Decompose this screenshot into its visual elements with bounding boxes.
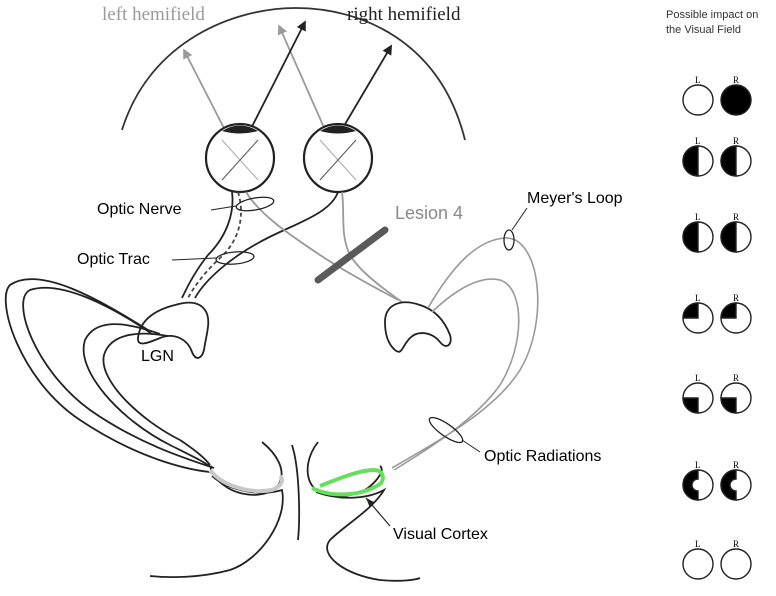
right-hemifield-label: right hemifield xyxy=(347,4,461,25)
impact-row-6 xyxy=(682,469,752,501)
optic-trac-marker xyxy=(215,251,255,265)
meyers-loop-label: Meyer's Loop xyxy=(527,190,623,207)
row5-l: L xyxy=(695,373,701,383)
impact-row-1 xyxy=(682,84,752,116)
right-optic-radiations xyxy=(391,237,539,471)
row2-r: R xyxy=(733,136,740,146)
optic-nerve-label: Optic Nerve xyxy=(97,201,182,218)
impact-row-7 xyxy=(682,548,752,580)
row1-r: R xyxy=(733,75,740,85)
optic-nerve-marker xyxy=(235,196,275,212)
optic-trac-label: Optic Trac xyxy=(77,251,150,268)
row6-l: L xyxy=(695,460,701,470)
optic-radiations-marker xyxy=(428,416,464,444)
meyers-loop-marker xyxy=(503,229,515,251)
row4-l: L xyxy=(695,293,701,303)
left-optic-radiations xyxy=(4,278,215,473)
row7-l: L xyxy=(695,539,701,549)
optic-pathways xyxy=(181,191,403,303)
lgn-label: LGN xyxy=(141,348,174,365)
row1-l: L xyxy=(695,75,701,85)
visual-cortex-highlight xyxy=(311,467,385,497)
lesion-4-label: Lesion 4 xyxy=(395,203,464,223)
row2-l: L xyxy=(695,136,701,146)
impact-row-2 xyxy=(682,145,752,177)
left-eye xyxy=(204,122,276,194)
impact-row-4 xyxy=(682,302,752,334)
right-lgn xyxy=(384,301,452,353)
impact-row-5 xyxy=(682,382,752,414)
visual-field-arc xyxy=(121,7,466,141)
visual-cortex-label: Visual Cortex xyxy=(393,526,488,543)
left-lgn xyxy=(137,301,210,359)
occipital-cortex xyxy=(149,441,421,582)
impact-rows xyxy=(682,84,752,580)
left-hemifield-label: left hemifield xyxy=(102,4,205,25)
row3-r: R xyxy=(733,212,740,222)
impact-row-3 xyxy=(682,221,752,253)
optic-radiations-label: Optic Radiations xyxy=(484,448,602,465)
right-eye xyxy=(302,122,374,194)
impact-panel-title: Possible impact on the Visual Field xyxy=(666,9,759,36)
lesion-4-bar xyxy=(314,226,389,284)
left-visual-cortex-highlight xyxy=(208,468,284,493)
row4-r: R xyxy=(733,293,740,303)
row3-l: L xyxy=(695,212,701,222)
row5-r: R xyxy=(733,373,740,383)
row6-r: R xyxy=(733,460,740,470)
row7-r: R xyxy=(733,539,740,549)
